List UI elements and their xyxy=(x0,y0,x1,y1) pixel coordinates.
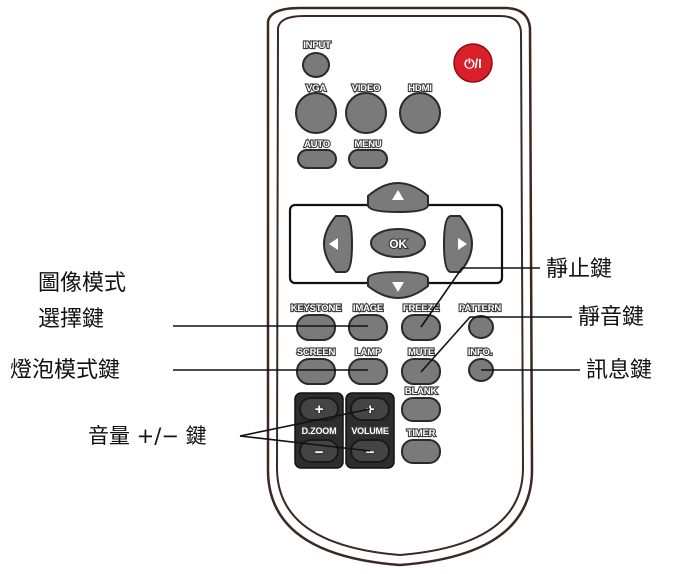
auto-button[interactable] xyxy=(297,149,337,169)
video-label: VIDEO xyxy=(352,83,381,94)
lamp-button[interactable] xyxy=(348,358,388,385)
auto-label: AUTO xyxy=(304,139,330,150)
freeze-button[interactable] xyxy=(401,314,441,341)
volume-pad: + VOLUME − xyxy=(345,392,395,469)
hdmi-button[interactable] xyxy=(399,92,441,134)
menu-button[interactable] xyxy=(348,149,388,169)
up-triangle-icon xyxy=(392,190,404,200)
menu-label: MENU xyxy=(354,139,382,150)
volume-leader-top xyxy=(239,408,371,437)
freeze-leader xyxy=(420,267,540,328)
remote-body-inner xyxy=(275,15,525,557)
volume-leader-bottom xyxy=(239,435,371,452)
image-mode-callout-line2: 選擇鍵 xyxy=(38,307,104,332)
volume-minus-label: − xyxy=(366,444,375,461)
mute-callout: 靜音鍵 xyxy=(578,305,644,330)
dzoom-minus-label: − xyxy=(315,444,324,461)
lamp-mode-callout: 燈泡模式鍵 xyxy=(10,358,120,383)
volume-plus-label: + xyxy=(366,401,375,418)
dzoom-pad: + D.ZOOM − xyxy=(294,392,344,469)
power-button-label: ⏻/I xyxy=(464,56,482,71)
power-button[interactable]: ⏻/I xyxy=(453,43,493,83)
blank-label: BLANK xyxy=(405,386,438,397)
pattern-label: PATTERN xyxy=(459,303,501,314)
volume-callout: 音量 +/− 鍵 xyxy=(88,424,207,448)
vga-label: VGA xyxy=(306,83,326,94)
down-triangle-icon xyxy=(392,282,404,292)
ok-label: OK xyxy=(389,237,407,251)
input-label: INPUT xyxy=(303,40,331,51)
pattern-button[interactable] xyxy=(468,315,494,339)
dzoom-label: D.ZOOM xyxy=(302,426,337,436)
timer-button[interactable] xyxy=(401,439,441,464)
image-mode-callout-line1: 圖像模式 xyxy=(38,271,126,296)
image-button[interactable] xyxy=(348,314,388,341)
mute-leader xyxy=(420,316,572,373)
freeze-callout: 靜止鍵 xyxy=(546,257,612,282)
info-label: INFO. xyxy=(468,347,492,358)
left-triangle-icon xyxy=(329,238,338,250)
up-arrow-button[interactable] xyxy=(367,182,429,214)
video-button[interactable] xyxy=(345,92,387,134)
vga-button[interactable] xyxy=(295,92,337,134)
mute-label: MUTE xyxy=(408,347,434,358)
input-button[interactable] xyxy=(302,52,330,78)
keystone-button[interactable] xyxy=(296,314,336,341)
right-arrow-button[interactable] xyxy=(442,215,473,273)
right-triangle-icon xyxy=(458,238,467,250)
dzoom-plus-label: + xyxy=(315,401,324,418)
hdmi-label: HDMI xyxy=(408,83,431,94)
screen-button[interactable] xyxy=(296,358,336,385)
keystone-label: KEYSTONE xyxy=(291,303,342,314)
left-arrow-button[interactable] xyxy=(323,215,354,273)
blank-button[interactable] xyxy=(401,397,441,422)
dzoom-plus-button[interactable]: + xyxy=(299,397,339,421)
screen-label: SCREEN xyxy=(297,347,336,358)
image-label: IMAGE xyxy=(353,303,383,314)
timer-label: TIMER xyxy=(407,428,436,439)
down-arrow-button[interactable] xyxy=(367,270,429,299)
info-callout: 訊息鍵 xyxy=(586,358,652,383)
lamp-label: LAMP xyxy=(355,347,382,358)
ok-button[interactable]: OK xyxy=(370,228,426,258)
volume-label: VOLUME xyxy=(351,426,388,436)
